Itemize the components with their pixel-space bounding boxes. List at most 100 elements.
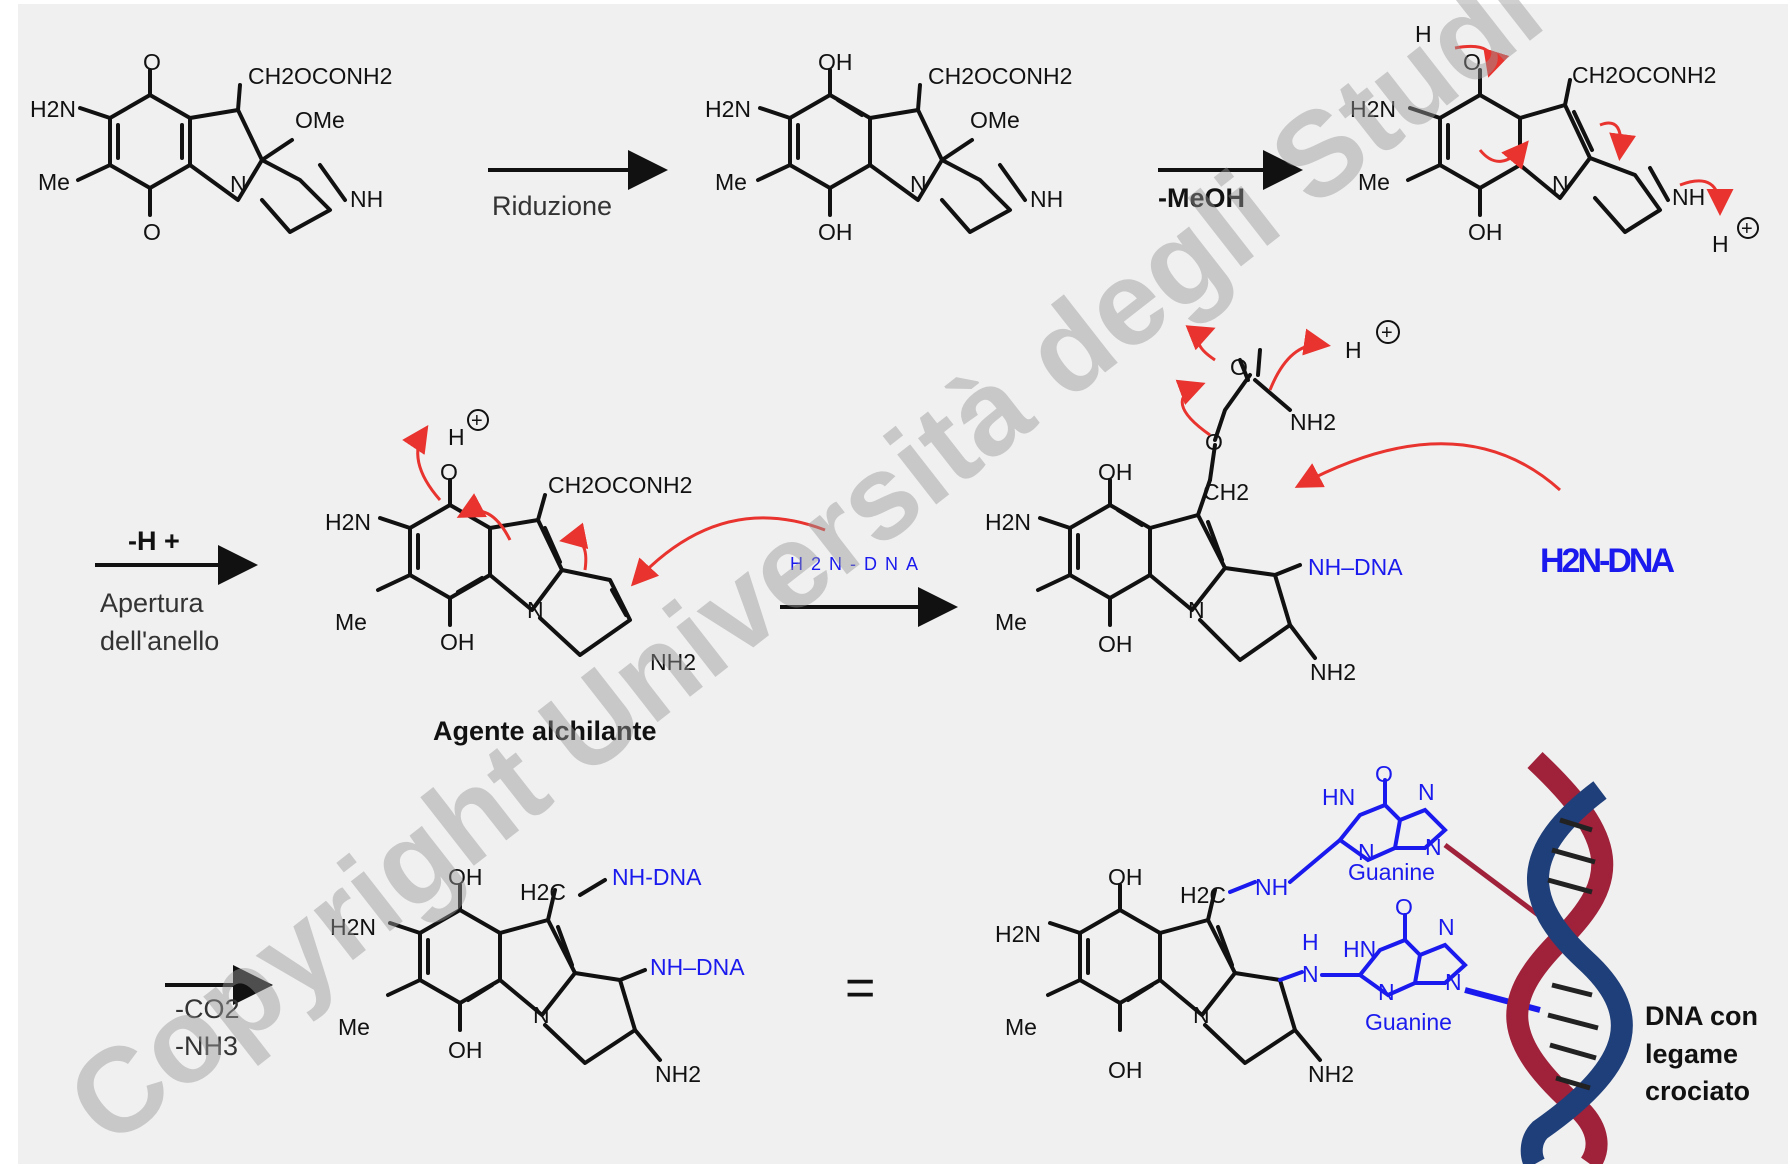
- atom-ch2ocon: CH2OCONH2: [248, 63, 392, 89]
- atom-oh-bottom: OH: [1468, 219, 1503, 245]
- atom-o-bottom: O: [143, 219, 161, 245]
- plus-circle-icon: [467, 409, 489, 431]
- atom-h2n: H2N: [330, 914, 376, 940]
- scheme-background: [18, 4, 1788, 1164]
- atom-ch2ocon: CH2OCONH2: [1572, 62, 1716, 88]
- structure-leuco-aziridinomitosene: O H OH H2N Me N NH CH2OCONH2 H +: [1350, 21, 1759, 257]
- atom-oh-bottom: OH: [1108, 1057, 1143, 1083]
- atom-h-bottom: H: [1302, 929, 1319, 955]
- atom-nh: NH: [1672, 184, 1705, 210]
- atom-oh-bottom: OH: [818, 219, 853, 245]
- label-meoh: -MeOH: [1158, 183, 1245, 213]
- helix-strand-blue: [1520, 781, 1633, 1164]
- atom-n3-guanine-top: N: [1358, 839, 1375, 865]
- helix-strand-red: [1506, 751, 1614, 1164]
- label-ring-opening-1: Apertura: [100, 588, 205, 618]
- atom-nh-dna-bottom: NH–DNA: [650, 954, 745, 980]
- atom-oh-bottom: OH: [448, 1037, 483, 1063]
- label-loss-co2: -CO2: [175, 994, 240, 1024]
- atom-n-guanine-top: N: [1418, 779, 1435, 805]
- atom-nh: NH: [350, 186, 383, 212]
- label-h2n-dna-big: H2N-DNA: [1540, 542, 1674, 580]
- link-guanine-top-helix: [1443, 843, 1547, 922]
- svg-text:+: +: [471, 410, 483, 432]
- atom-h2n: H2N: [705, 96, 751, 122]
- atom-n-guanine-bottom: N: [1438, 914, 1455, 940]
- equals-sign: =: [845, 959, 875, 1017]
- atom-h2n: H2N: [995, 921, 1041, 947]
- atom-me: Me: [995, 609, 1027, 635]
- structure-bis-adduct: OH OH H2N Me N NH2 H2C NH-DNA NH–DNA: [330, 864, 745, 1087]
- atom-h2n: H2N: [30, 96, 76, 122]
- svg-text:+: +: [1741, 218, 1753, 240]
- atom-n: N: [527, 597, 544, 623]
- atom-ch2ocon: CH2OCONH2: [548, 472, 692, 498]
- svg-text:+: +: [1381, 322, 1393, 344]
- structure-mitomycin: O O H2N Me N NH OMe CH2OCONH2: [30, 49, 392, 245]
- atom-n9-guanine-bottom: N: [1445, 969, 1462, 995]
- atom-oh-oxygen: O: [1463, 49, 1481, 75]
- atom-h2n: H2N: [1350, 96, 1396, 122]
- atom-hn-top: HN: [1322, 784, 1355, 810]
- atom-n: N: [910, 171, 927, 197]
- label-guanine-top: Guanine: [1348, 859, 1435, 885]
- atom-me: Me: [38, 169, 70, 195]
- structure-alkylating-agent: O OH H2N Me N NH2 CH2OCONH2 H + Agente a…: [325, 409, 826, 746]
- atom-oh-top: OH: [1108, 864, 1143, 890]
- atom-h-plus: H: [1712, 231, 1729, 257]
- atom-n-bottom: N: [1302, 961, 1319, 987]
- atom-h2n: H2N: [325, 509, 371, 535]
- label-loss-h: -H +: [128, 526, 180, 556]
- structure-hydroquinone: OH OH H2N Me N NH OMe CH2OCONH2: [705, 49, 1072, 245]
- atom-me: Me: [335, 609, 367, 635]
- atom-oh-bottom: OH: [1098, 631, 1133, 657]
- atom-oh-top: OH: [448, 864, 483, 890]
- atom-hn-bottom: HN: [1343, 936, 1376, 962]
- atom-n: N: [1552, 171, 1569, 197]
- atom-o-carbonyl: O: [1230, 354, 1248, 380]
- atom-h2c: H2C: [1180, 882, 1226, 908]
- structure-mono-adduct: OH OH H2N Me N NH2 CH2 O O NH2 NH–DNA H …: [985, 320, 1562, 685]
- atom-nh2: NH2: [655, 1061, 701, 1087]
- helix-base-pairs: [1547, 817, 1599, 1091]
- atom-n9-guanine-top: N: [1425, 834, 1442, 860]
- atom-nh2: NH2: [650, 649, 696, 675]
- atom-n: N: [1193, 1002, 1210, 1028]
- atom-o-top: O: [143, 49, 161, 75]
- atom-h-hydroxyl: H: [1415, 21, 1432, 47]
- atom-me: Me: [1358, 169, 1390, 195]
- plus-circle-icon: [1376, 320, 1400, 344]
- structure-crosslinked: OH OH H2N Me N NH2 H2C NH H N HN O N N N…: [995, 761, 1547, 1087]
- atom-nh2: NH2: [1310, 659, 1356, 685]
- atom-h-plus: H: [448, 424, 465, 450]
- label-loss-nh3: -NH3: [175, 1031, 238, 1061]
- label-h2n-dna-small: H2N-DNA: [790, 554, 926, 574]
- atom-oh-top: OH: [818, 49, 853, 75]
- atom-o: O: [440, 459, 458, 485]
- atom-me: Me: [1005, 1014, 1037, 1040]
- atom-ome: OMe: [295, 107, 345, 133]
- atom-me: Me: [338, 1014, 370, 1040]
- atom-oh: OH: [440, 629, 475, 655]
- label-guanine-bottom: Guanine: [1365, 1009, 1452, 1035]
- atom-nh2-carbamate: NH2: [1290, 409, 1336, 435]
- atom-h-plus: H: [1345, 337, 1362, 363]
- atom-ome: OMe: [970, 107, 1020, 133]
- atom-o-guanine-top: O: [1375, 761, 1393, 787]
- atom-n3-guanine-bottom: N: [1378, 979, 1395, 1005]
- label-reduction: Riduzione: [492, 191, 612, 221]
- dna-double-helix: [1506, 751, 1633, 1164]
- label-dna-cross-1: DNA con: [1645, 1001, 1758, 1031]
- atom-ch2ocon: CH2OCONH2: [928, 63, 1072, 89]
- plus-circle-icon: [1737, 217, 1759, 239]
- atom-nh-top: NH: [1255, 874, 1288, 900]
- atom-n: N: [230, 171, 247, 197]
- atom-ch2: CH2: [1203, 479, 1249, 505]
- atom-n: N: [1188, 597, 1205, 623]
- atom-nh-dna: NH–DNA: [1308, 554, 1403, 580]
- atom-nh2: NH2: [1308, 1061, 1354, 1087]
- atom-o-guanine-bottom: O: [1395, 894, 1413, 920]
- label-alkylating-agent: Agente alchilante: [433, 716, 657, 746]
